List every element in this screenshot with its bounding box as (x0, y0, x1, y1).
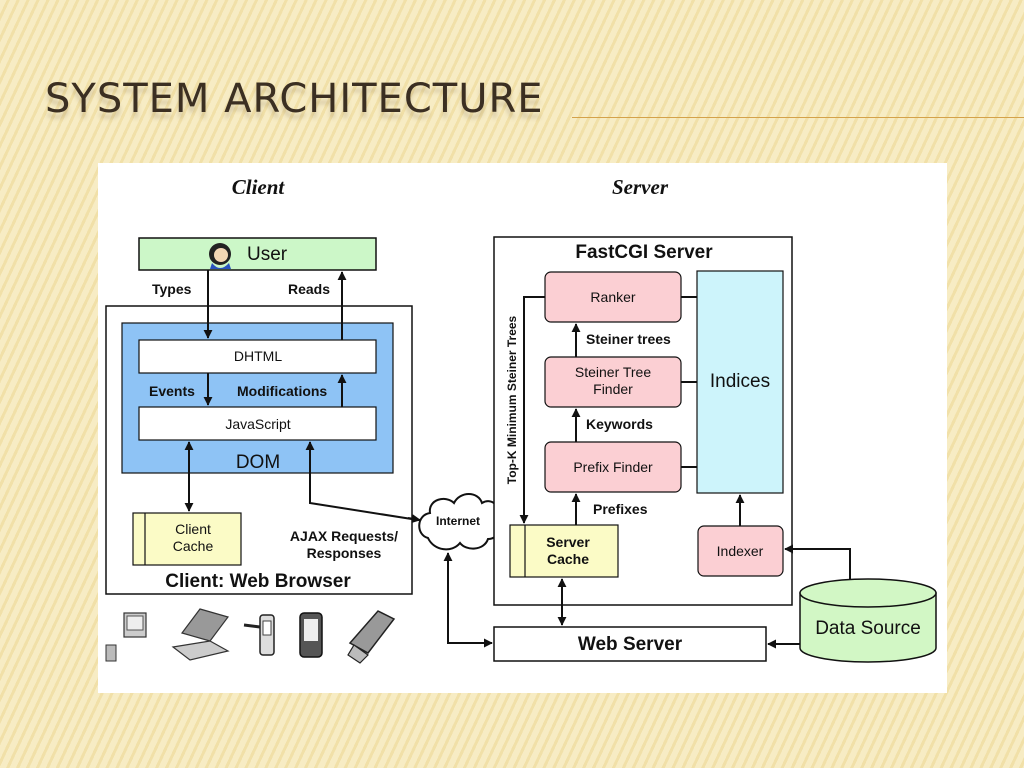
javascript-label: JavaScript (225, 416, 291, 432)
user-icon (209, 243, 231, 269)
data-source-cylinder (799, 578, 937, 663)
desktop-icon (105, 612, 147, 662)
fastcgi-server-label: FastCGI Server (575, 242, 713, 263)
ranker-label: Ranker (590, 289, 636, 305)
dhtml-label: DHTML (233, 348, 283, 364)
modifications-label: Modifications (237, 383, 328, 399)
server-heading: Server (612, 175, 668, 199)
dhtml-box (138, 339, 377, 374)
keywords-label: Keywords (586, 416, 653, 432)
client-heading: Client (231, 175, 285, 199)
flip-phone-icon (347, 610, 396, 664)
internet-webserver-arrow (443, 552, 493, 648)
title-rule (572, 117, 1024, 118)
data-source-label: Data Source (815, 618, 921, 639)
indexer-label: Indexer (716, 543, 764, 559)
prefix-finder-label: Prefix Finder (573, 459, 653, 475)
steiner-trees-label: Steiner trees (586, 331, 671, 347)
user-box (138, 237, 377, 271)
dom-label: DOM (235, 452, 281, 473)
web-server-label: Web Server (577, 634, 683, 655)
prefixes-label: Prefixes (593, 501, 648, 517)
steiner-finder-label: Steiner Tree Finder (574, 364, 652, 397)
indices-box (696, 270, 784, 494)
phone-icon (243, 614, 275, 656)
indices-label: Indices (709, 371, 771, 392)
events-label: Events (149, 383, 195, 399)
internet-label: Internet (435, 514, 481, 528)
pda-icon (299, 612, 323, 658)
diagram-canvas (105, 236, 937, 664)
client-cache-label: Client Cache (172, 521, 214, 554)
ajax-label: AJAX Requests/ Responses (289, 528, 399, 561)
reads-label: Reads (288, 281, 331, 297)
laptop-icon (171, 608, 230, 661)
slide-title: System Architecture (45, 76, 544, 122)
server-cache-box (509, 524, 619, 578)
types-label: Types (152, 281, 192, 297)
datasource-indexer-arrow (784, 544, 851, 579)
javascript-box (138, 406, 377, 441)
web-browser-label: Client: Web Browser (165, 571, 351, 592)
architecture-diagram: Client Server User Types Reads DHTML Eve… (98, 163, 947, 693)
web-server-box (493, 626, 767, 662)
topk-label: Top-K Minimum Steiner Trees (505, 315, 519, 485)
topk-arrow (519, 296, 545, 524)
user-label: User (247, 244, 288, 265)
client-cache-box (132, 512, 242, 566)
server-cache-label: Server Cache (546, 534, 590, 567)
